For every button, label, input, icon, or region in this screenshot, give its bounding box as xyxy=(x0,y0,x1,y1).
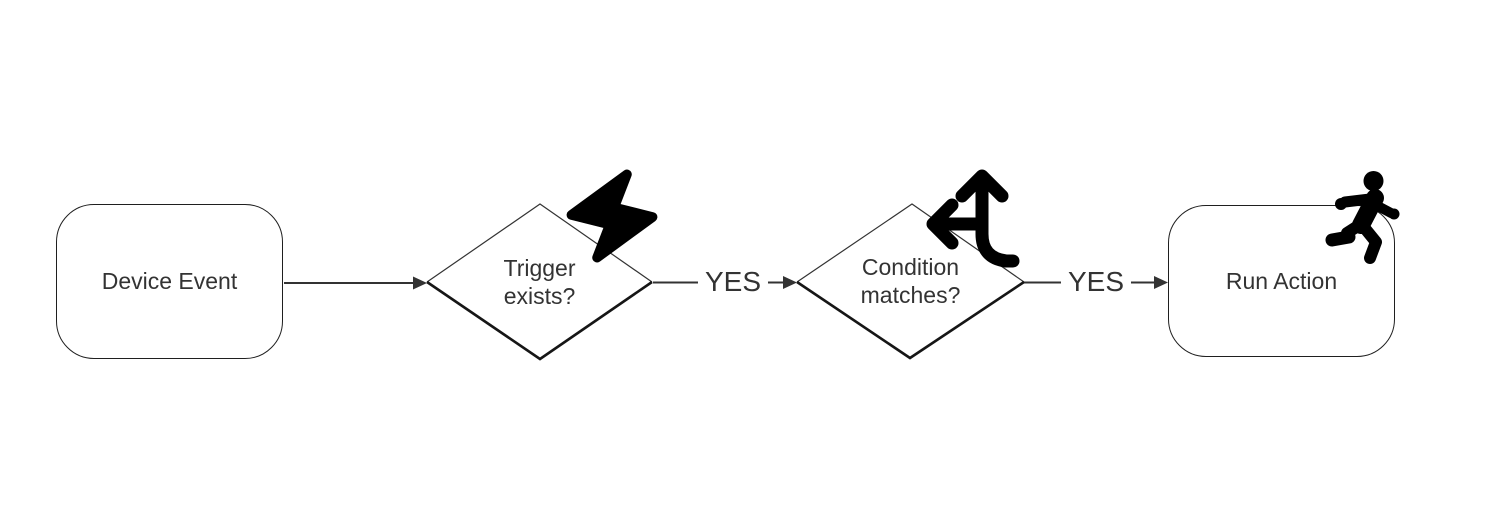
lightning-bolt-icon xyxy=(566,169,658,263)
node-condition-matches-label: Condition matches? xyxy=(797,204,1024,358)
condition-label-line1: Condition xyxy=(861,254,960,280)
arrowhead-icon xyxy=(783,276,797,289)
trigger-label-line2: exists? xyxy=(503,282,576,309)
node-run-action-label: Run Action xyxy=(1225,267,1338,294)
node-trigger-exists-label: Trigger exists? xyxy=(427,204,652,359)
arrowhead-icon xyxy=(413,276,427,290)
edge-label-yes-1: YES xyxy=(697,266,769,298)
node-run-action: Run Action xyxy=(1168,205,1395,357)
edge-device-event-to-trigger xyxy=(284,276,427,290)
condition-label-line2: matches? xyxy=(860,282,961,308)
node-device-event-label: Device Event xyxy=(101,268,238,295)
trigger-label-line1: Trigger xyxy=(503,254,576,281)
split-direction-arrows-icon xyxy=(926,169,1020,268)
node-trigger-exists-diamond xyxy=(426,203,653,361)
person-running-icon xyxy=(1325,171,1400,264)
arrowhead-icon xyxy=(1154,276,1168,289)
node-device-event: Device Event xyxy=(56,204,283,359)
edge-label-yes-2: YES xyxy=(1060,266,1132,298)
